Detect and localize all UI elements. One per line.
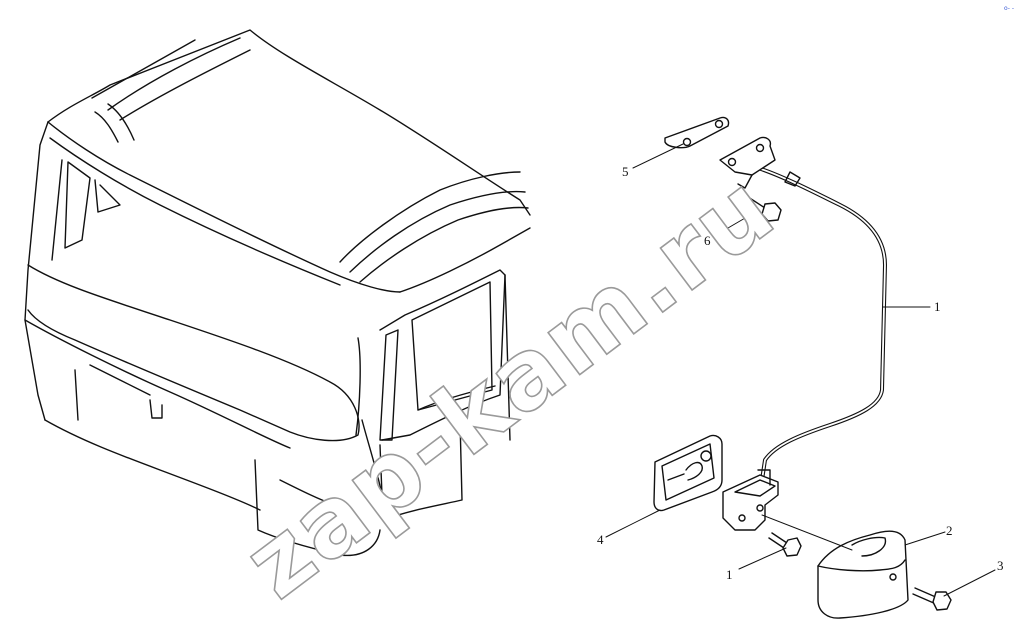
callout-1-lower: 1 [726, 567, 733, 582]
watermark-text: zap-kam.ru [224, 152, 795, 621]
cable-assembly [756, 166, 887, 482]
bolt-6 [739, 192, 782, 222]
upper-bracket-plate [664, 116, 776, 189]
callout-3: 3 [997, 558, 1004, 573]
callout-5: 5 [622, 164, 629, 179]
truck-cab-outline [24, 29, 531, 557]
recess-plate [653, 434, 723, 512]
lower-bracket [722, 469, 779, 531]
callout-4: 4 [597, 532, 604, 547]
callout-labels: 5 6 1 4 1 2 3 [597, 164, 1004, 582]
leader-lines [605, 143, 996, 597]
callout-2: 2 [946, 523, 953, 538]
bolt-1-lower [768, 532, 802, 557]
callout-6: 6 [704, 233, 711, 248]
handle-cover [761, 514, 909, 619]
bolt-3 [912, 587, 952, 611]
corner-mark: o- - [1004, 5, 1014, 12]
callout-1-upper: 1 [934, 299, 941, 314]
